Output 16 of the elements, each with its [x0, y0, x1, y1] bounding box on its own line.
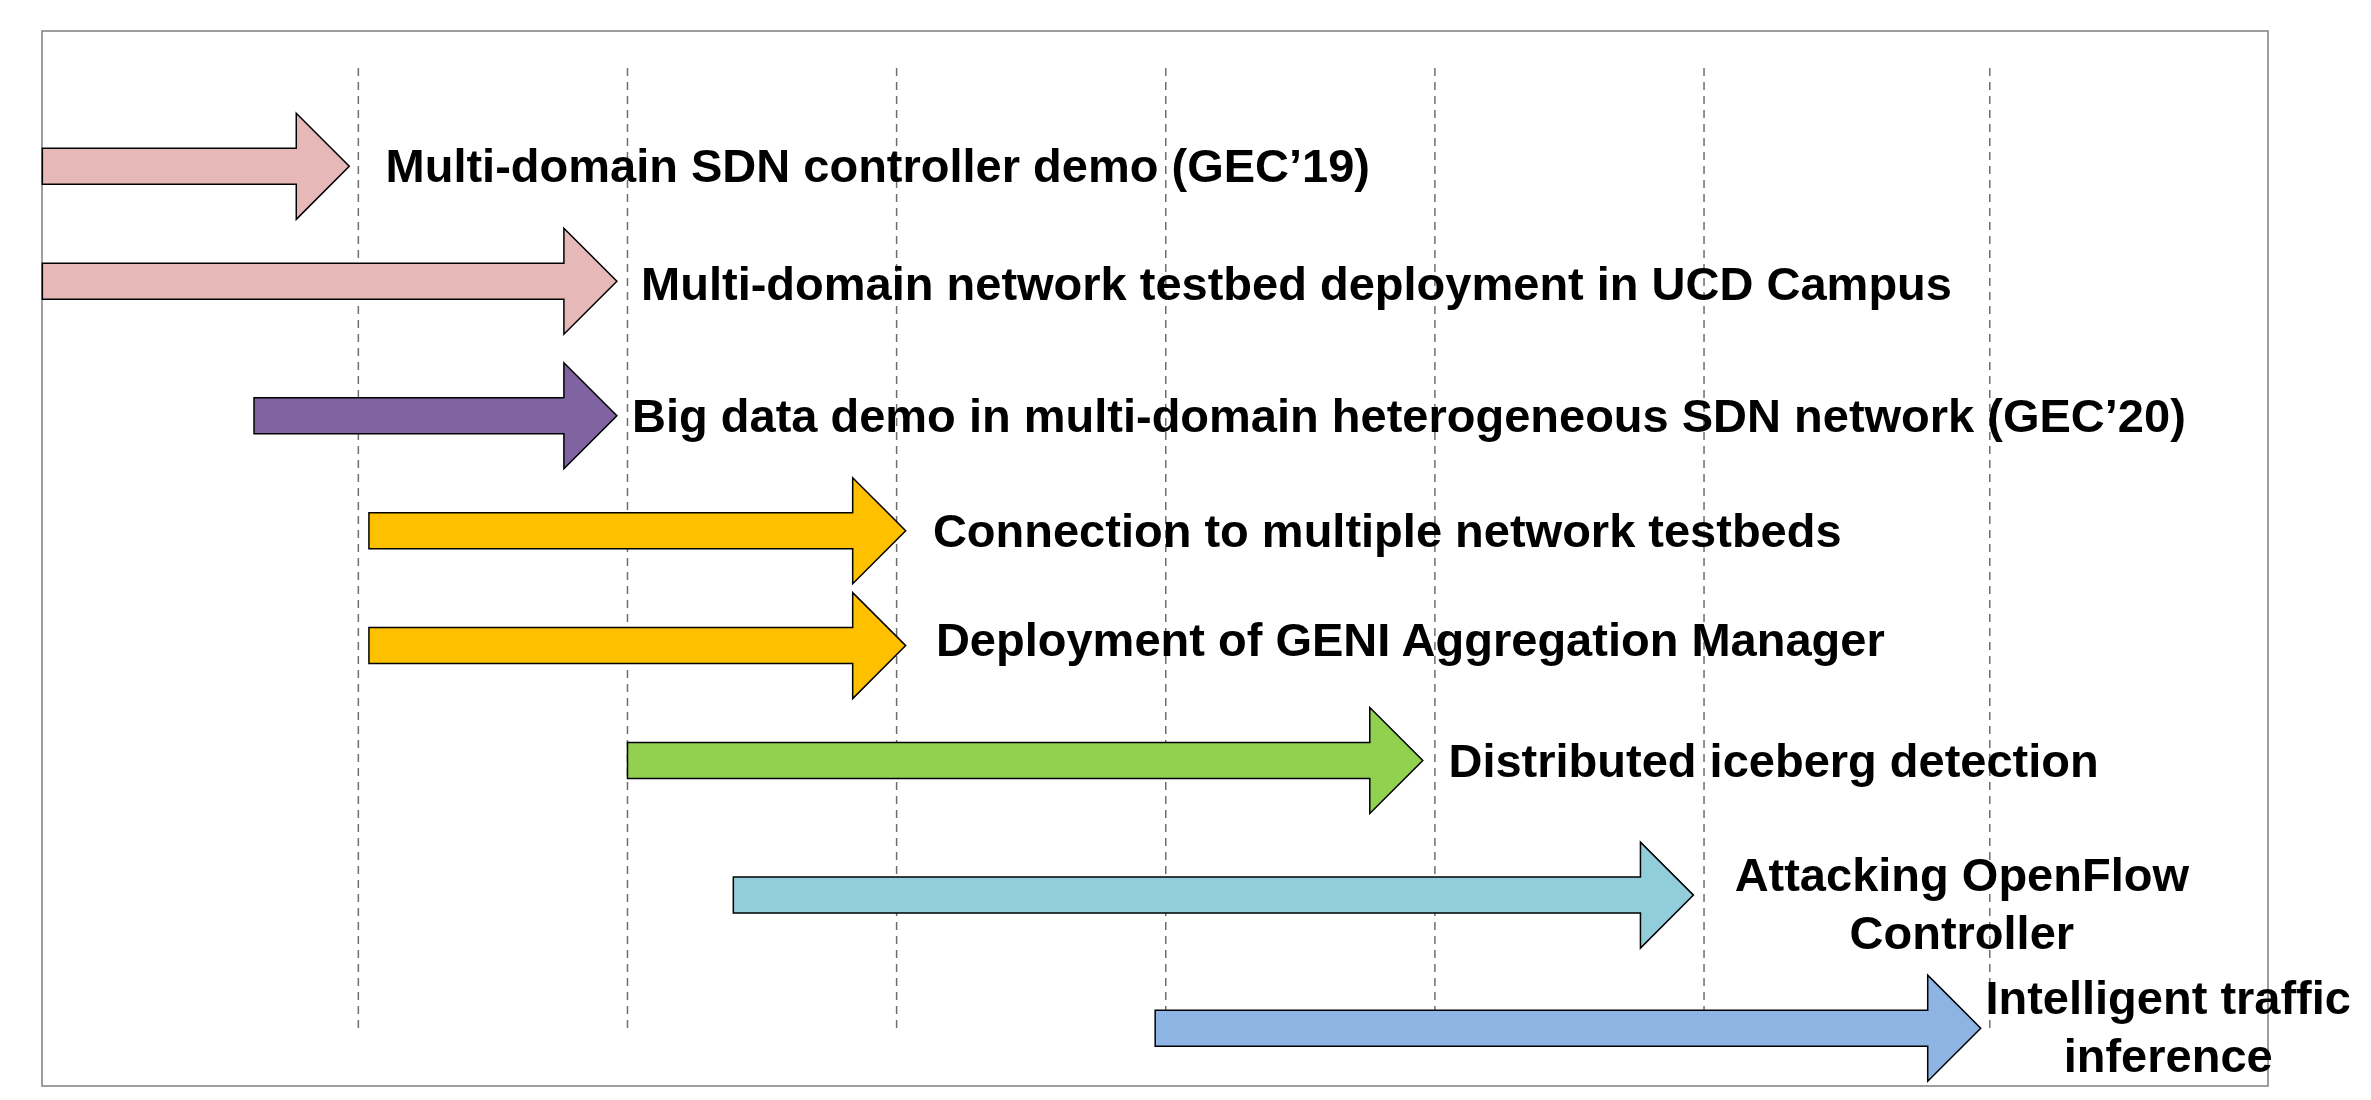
task-label: Multi-domain network testbed deployment in UCD Campus: [641, 256, 1952, 313]
task-label: Distributed iceberg detection: [1448, 732, 2099, 789]
timeline-bar: [626, 705, 1424, 816]
timeline-bar: [41, 226, 618, 337]
timeline-bar: [368, 590, 907, 701]
timeline-bar: [41, 111, 351, 222]
timeline-bar: [1154, 973, 1982, 1083]
task-label: Intelligent traffic inference: [1984, 969, 2352, 1084]
task-label: Deployment of GENI Aggregation Manager: [935, 611, 1885, 668]
timeline-bar: [732, 840, 1695, 950]
timeline-bar: [368, 475, 907, 586]
timeline-bar: [253, 361, 618, 471]
task-label: Connection to multiple network testbeds: [932, 502, 1842, 559]
task-label: Multi-domain SDN controller demo (GEC’19): [385, 138, 1370, 195]
task-label: Attacking OpenFlow Controller: [1733, 847, 2190, 962]
task-label: Big data demo in multi-domain heterogeneous SDN network (GEC’20): [632, 387, 2186, 444]
